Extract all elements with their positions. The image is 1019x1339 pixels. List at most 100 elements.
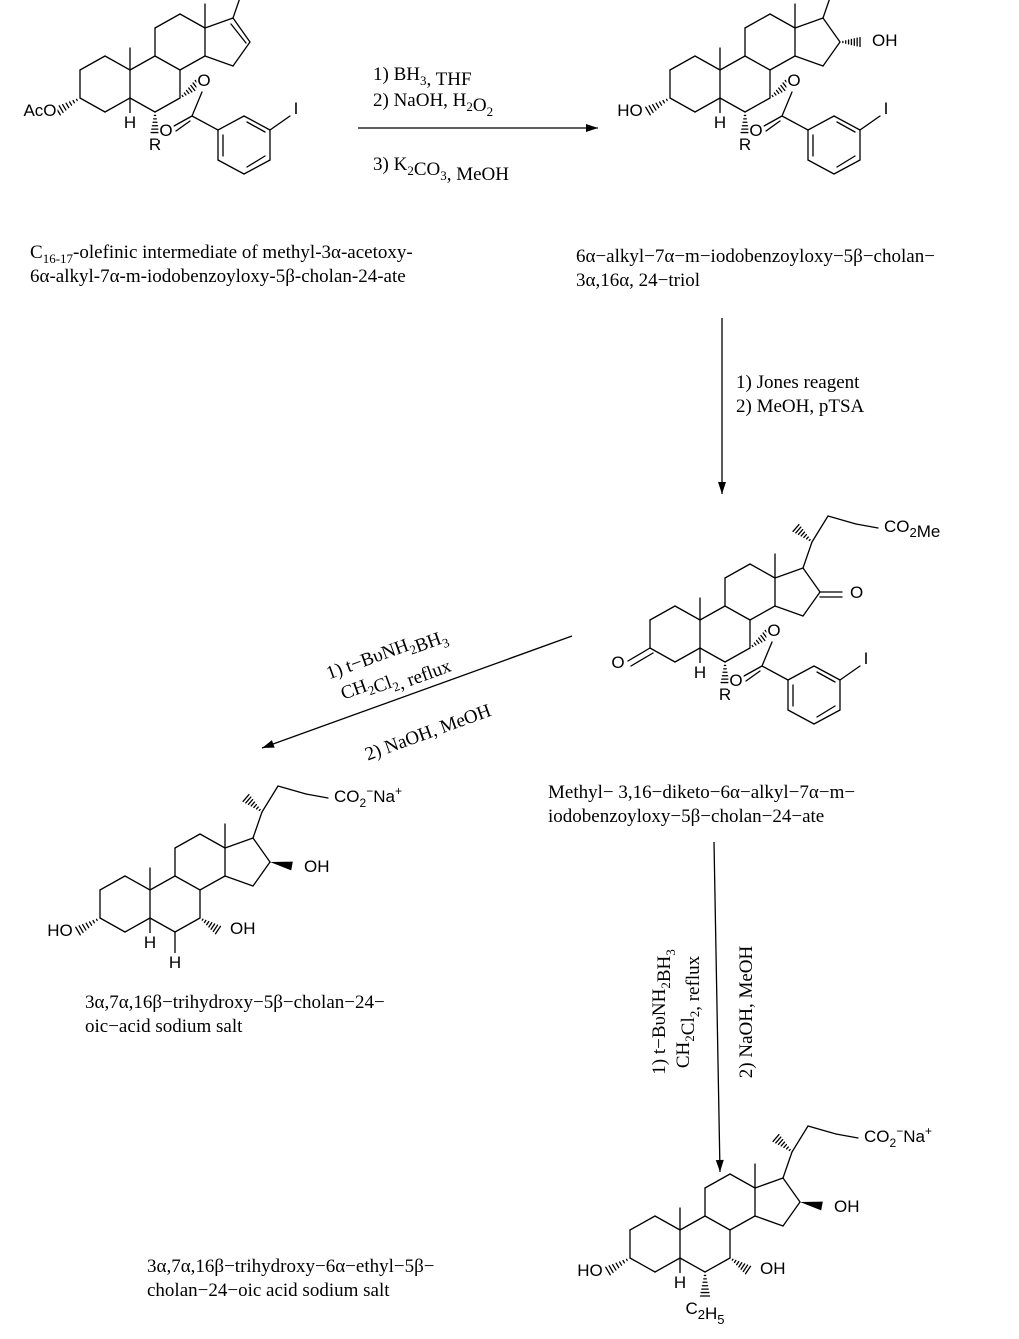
a2-side-0: 1) Jones reagent	[736, 372, 860, 393]
ring-bond	[744, 55, 771, 71]
hashed-bond	[85, 922, 90, 929]
hashed-bond	[625, 1258, 628, 1262]
c4-oh16-bg	[303, 857, 331, 876]
hashed-bond	[800, 531, 806, 537]
ring-bond	[719, 97, 746, 113]
hashed-bond	[208, 922, 213, 928]
hashed-bond	[751, 644, 754, 648]
ring-bond	[252, 861, 271, 887]
bond	[763, 115, 783, 127]
c3-carbonyl-o-bg	[728, 671, 744, 690]
ring-bond	[744, 13, 771, 29]
ring-bond	[174, 833, 201, 849]
ring-bond	[694, 97, 721, 113]
ring-bond	[99, 917, 126, 933]
c3-iodo: I	[864, 649, 869, 668]
hashed-bond	[792, 523, 800, 533]
c2-h5: H	[714, 113, 726, 132]
hashed-bond	[188, 87, 193, 93]
ring-bond	[674, 605, 701, 621]
c2-oh16-bg	[871, 31, 899, 50]
hashed-bond	[75, 98, 78, 102]
ring-bond	[649, 605, 676, 621]
arrow-head	[262, 740, 275, 748]
hashed-bond	[780, 1141, 786, 1147]
hashed-bond	[808, 538, 811, 542]
bond	[232, 0, 240, 19]
hashed-bond	[780, 84, 786, 92]
ring-bond	[724, 605, 751, 621]
ring-bond	[754, 1177, 784, 1189]
bond	[252, 811, 263, 839]
ring-bond	[769, 13, 796, 29]
ring-bond	[782, 1201, 801, 1227]
c4-h6-bg	[167, 953, 183, 972]
bond	[827, 515, 857, 525]
ring-bond	[754, 1215, 784, 1227]
bond	[175, 120, 191, 132]
hashed-bond	[662, 99, 666, 104]
ring-bond	[674, 647, 701, 663]
arrow-step-3-shaft	[261, 635, 573, 749]
hashed-bond	[648, 105, 654, 114]
hashed-bond	[181, 94, 184, 98]
c4-oh7-bg	[229, 919, 257, 938]
hashed-bond	[72, 99, 76, 104]
hashed-bond	[92, 919, 96, 924]
c3-o7: O	[767, 621, 780, 640]
ring-bond	[822, 41, 841, 67]
bond	[811, 515, 829, 543]
a4-left-1: CH2Cl2, reflux	[673, 955, 704, 1068]
ring-bond	[704, 1173, 731, 1189]
c3-chain-label: CO2Me	[884, 517, 940, 541]
c2-r6: R	[739, 135, 751, 154]
hashed-bond	[778, 87, 783, 93]
ring-bond	[744, 97, 771, 113]
double-bond	[230, 23, 247, 44]
c1-c3-sub: AcO	[23, 101, 56, 120]
ring-bond	[154, 55, 181, 71]
a3-below-0: 2) NaOH, MeOH	[362, 700, 494, 765]
bond	[807, 1125, 837, 1135]
ring-bond	[774, 605, 804, 617]
c5-caption-line-1: cholan−24−oic acid sodium salt	[147, 1280, 390, 1301]
hashed-bond	[183, 92, 187, 96]
ring-bond	[749, 605, 776, 621]
c3-c3-oxo-bg	[610, 653, 626, 672]
hashed-bond	[775, 1136, 782, 1144]
ring-bond	[782, 1177, 801, 1203]
ring-bond	[694, 55, 721, 71]
c3-c3-oxo: O	[611, 653, 624, 672]
c2-c3-sub: HO	[617, 101, 643, 120]
arrow-head	[718, 482, 726, 494]
c1-h5-bg	[122, 113, 138, 132]
hashed-bond	[771, 94, 774, 98]
ring-bond	[704, 1257, 731, 1273]
hashed-bond	[652, 103, 657, 111]
c1-o7: O	[197, 71, 210, 90]
ring-bond	[252, 837, 271, 863]
ring-bond	[79, 55, 106, 71]
c3-caption-line-1: iodobenzoyloxy−5β−cholan−24−ate	[548, 806, 824, 827]
ring-bond	[699, 647, 726, 663]
bond	[765, 120, 781, 132]
a1-below-0: 3) K2CO3, MeOH	[373, 154, 509, 185]
hashed-bond	[622, 1259, 626, 1264]
bond	[839, 665, 861, 681]
ring-bond	[174, 875, 201, 891]
c2-o7-bg	[786, 71, 802, 90]
ring-bond	[104, 97, 131, 113]
hashed-bond	[212, 924, 219, 933]
benzene-db	[836, 121, 856, 133]
hashed-bond	[190, 84, 196, 92]
c4-chain-label-bg	[333, 784, 403, 810]
hashed-bond	[731, 1258, 734, 1261]
molecule-c2: OHHOHROOIOH	[616, 0, 899, 175]
c5-et6: C2H5	[685, 1299, 724, 1327]
hashed-bond	[82, 923, 87, 931]
hashed-bond	[65, 102, 70, 109]
c1-caption-line-1: 6α-alkyl-7α-m-iodobenzoyloxy-5β-cholan-2…	[30, 266, 406, 287]
